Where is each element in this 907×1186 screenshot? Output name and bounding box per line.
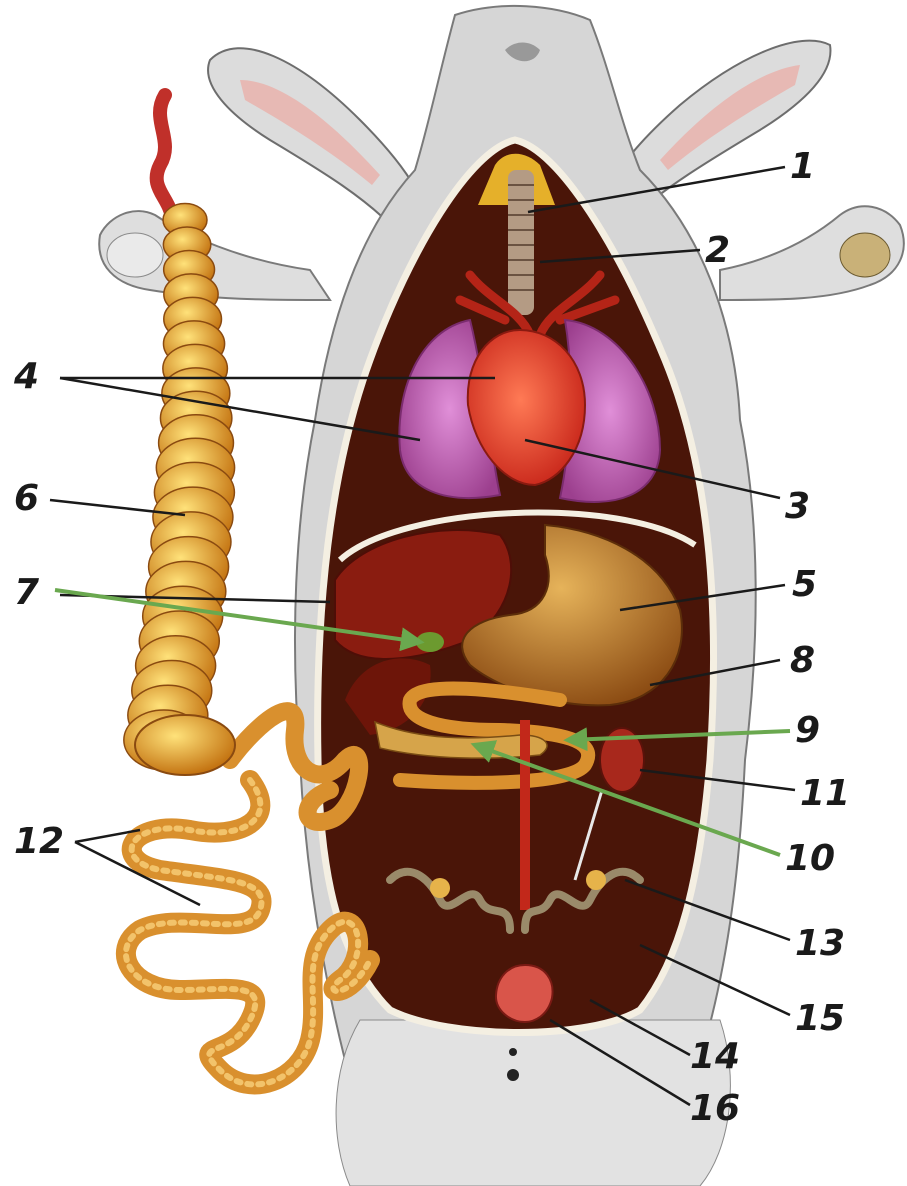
bladder bbox=[496, 965, 553, 1022]
left-paw-pad bbox=[107, 233, 163, 277]
label-2: 2 bbox=[705, 230, 730, 271]
genital-mark bbox=[509, 1048, 517, 1056]
label-11: 11 bbox=[800, 773, 850, 814]
left-ovary bbox=[430, 878, 450, 898]
label-14: 14 bbox=[690, 1036, 740, 1077]
anus-mark bbox=[507, 1069, 519, 1081]
caecum bbox=[124, 95, 235, 770]
label-15: 15 bbox=[795, 998, 845, 1039]
label-10: 10 bbox=[785, 838, 835, 879]
label-16: 16 bbox=[690, 1088, 740, 1129]
label-1: 1 bbox=[790, 146, 815, 187]
gallbladder bbox=[416, 632, 444, 652]
label-9: 9 bbox=[795, 710, 820, 751]
sacculus-rotundus bbox=[135, 715, 235, 775]
right-paw-pad bbox=[840, 233, 890, 277]
label-7: 7 bbox=[14, 572, 39, 613]
right-ovary bbox=[586, 870, 606, 890]
label-13: 13 bbox=[795, 923, 845, 964]
label-5: 5 bbox=[792, 564, 817, 605]
caecum-tip bbox=[157, 95, 170, 210]
label-3: 3 bbox=[785, 486, 810, 527]
label-12: 12 bbox=[14, 821, 64, 862]
label-4: 4 bbox=[13, 356, 39, 397]
trachea bbox=[508, 170, 534, 315]
label-6: 6 bbox=[14, 478, 39, 519]
label-8: 8 bbox=[790, 640, 815, 681]
